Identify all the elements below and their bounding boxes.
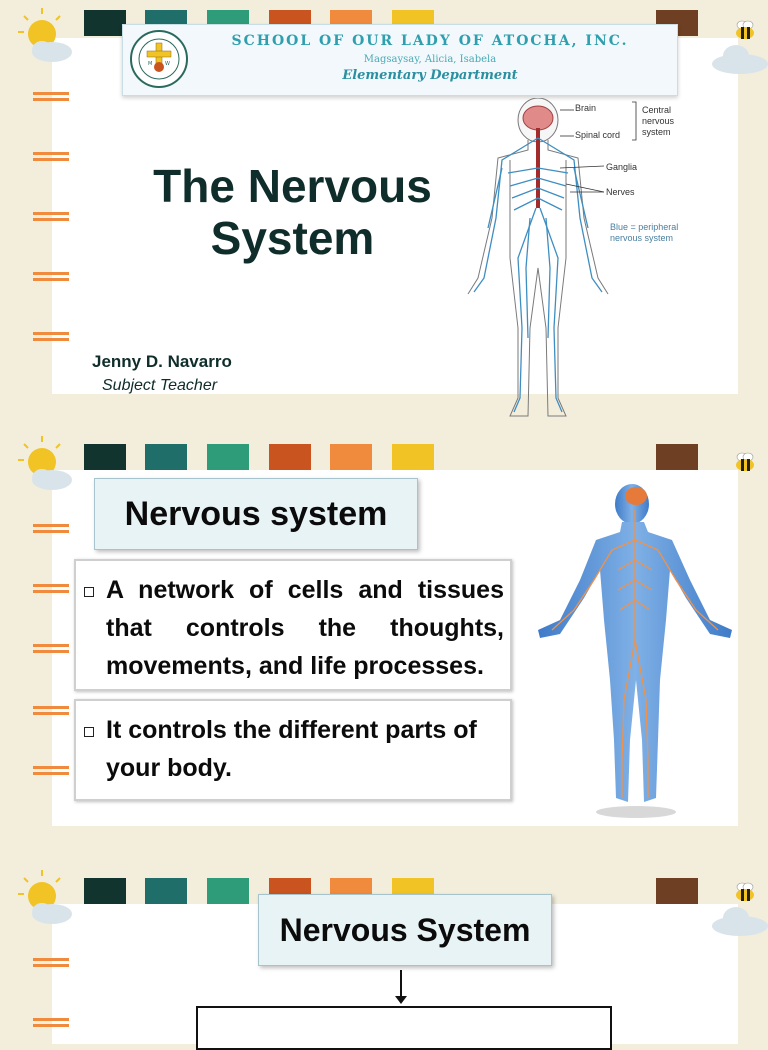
diagram-bracket <box>560 101 637 141</box>
svg-text:M: M <box>148 61 152 67</box>
label-central: Central <box>642 105 672 115</box>
color-swatch <box>269 444 311 470</box>
bee-icon <box>736 452 754 471</box>
down-arrow-icon <box>395 996 407 1004</box>
binder-mark <box>33 706 69 709</box>
title-line: The Nervous <box>153 160 432 212</box>
bee-icon <box>736 882 754 901</box>
slide-heading: Nervous system <box>94 478 418 550</box>
slide-paper <box>52 38 738 394</box>
bullet-item: A network of cells and tissues that cont… <box>74 559 512 691</box>
cloud-icon <box>712 45 768 74</box>
binder-mark <box>33 152 69 155</box>
color-swatch <box>84 444 126 470</box>
down-arrow-line <box>400 970 402 1000</box>
diagram-leader-lines <box>560 165 605 193</box>
school-name: SCHOOL OF OUR LADY OF ATOCHA, INC. <box>231 33 629 49</box>
school-address: Magsaysay, Alicia, Isabela <box>363 54 497 65</box>
binder-mark <box>33 212 69 215</box>
human-nervous-system-image <box>538 484 732 818</box>
slide-heading: Nervous System <box>258 894 552 966</box>
sun-icon <box>18 436 72 490</box>
binder-mark <box>33 584 69 587</box>
binder-mark <box>33 92 69 95</box>
label-central: nervous <box>642 116 675 126</box>
label-nerves: Nerves <box>606 187 635 197</box>
color-swatch <box>656 878 698 904</box>
cloud-icon <box>712 907 768 936</box>
binder-mark <box>33 332 69 335</box>
label-blue-note: Blue = peripheral <box>610 222 679 232</box>
bullet-square-icon <box>84 727 94 737</box>
sun-icon <box>18 8 72 62</box>
binder-mark <box>33 1018 69 1021</box>
teacher-name: Jenny D. Navarro <box>92 352 232 371</box>
school-department: Elementary Department <box>342 68 518 83</box>
slide-1: M W SCHOOL OF OUR LADY OF ATOCHA, INC. M… <box>0 0 768 417</box>
svg-text:W: W <box>165 61 170 67</box>
diagram-box <box>196 1006 612 1050</box>
color-swatch <box>84 10 126 36</box>
color-swatch <box>656 444 698 470</box>
bullet-square-icon <box>84 587 94 597</box>
binder-mark <box>33 644 69 647</box>
title-line: System <box>210 212 375 264</box>
binder-mark <box>33 958 69 961</box>
binder-mark <box>33 524 69 527</box>
slide-title: The Nervous System <box>110 160 475 264</box>
school-banner: M W SCHOOL OF OUR LADY OF ATOCHA, INC. M… <box>122 24 678 96</box>
bullet-text: A network of cells and tissues that cont… <box>106 576 504 680</box>
teacher-role: Subject Teacher <box>102 377 218 394</box>
label-brain: Brain <box>575 103 597 113</box>
binder-mark <box>33 766 69 769</box>
color-swatch <box>330 444 372 470</box>
label-ganglia: Ganglia <box>606 162 638 172</box>
color-swatch <box>145 444 187 470</box>
nervous-system-diagram <box>467 98 609 417</box>
slide-3: Nervous System <box>0 862 768 1044</box>
bullet-item: It controls the different parts of your … <box>74 699 512 801</box>
sun-icon <box>18 870 72 924</box>
color-swatch <box>84 878 126 904</box>
bee-icon <box>736 20 754 39</box>
color-swatch <box>207 878 249 904</box>
color-swatch <box>207 444 249 470</box>
binder-mark <box>33 272 69 275</box>
color-swatch <box>392 444 434 470</box>
slide-2: Nervous system A network of cells and ti… <box>0 426 768 846</box>
label-central: system <box>642 127 671 137</box>
label-spinal-cord: Spinal cord <box>575 130 621 140</box>
label-blue-note: nervous system <box>610 233 674 243</box>
school-seal-logo: M W <box>130 30 188 88</box>
bullet-text: It controls the different parts of your … <box>106 716 477 782</box>
color-swatch <box>145 878 187 904</box>
